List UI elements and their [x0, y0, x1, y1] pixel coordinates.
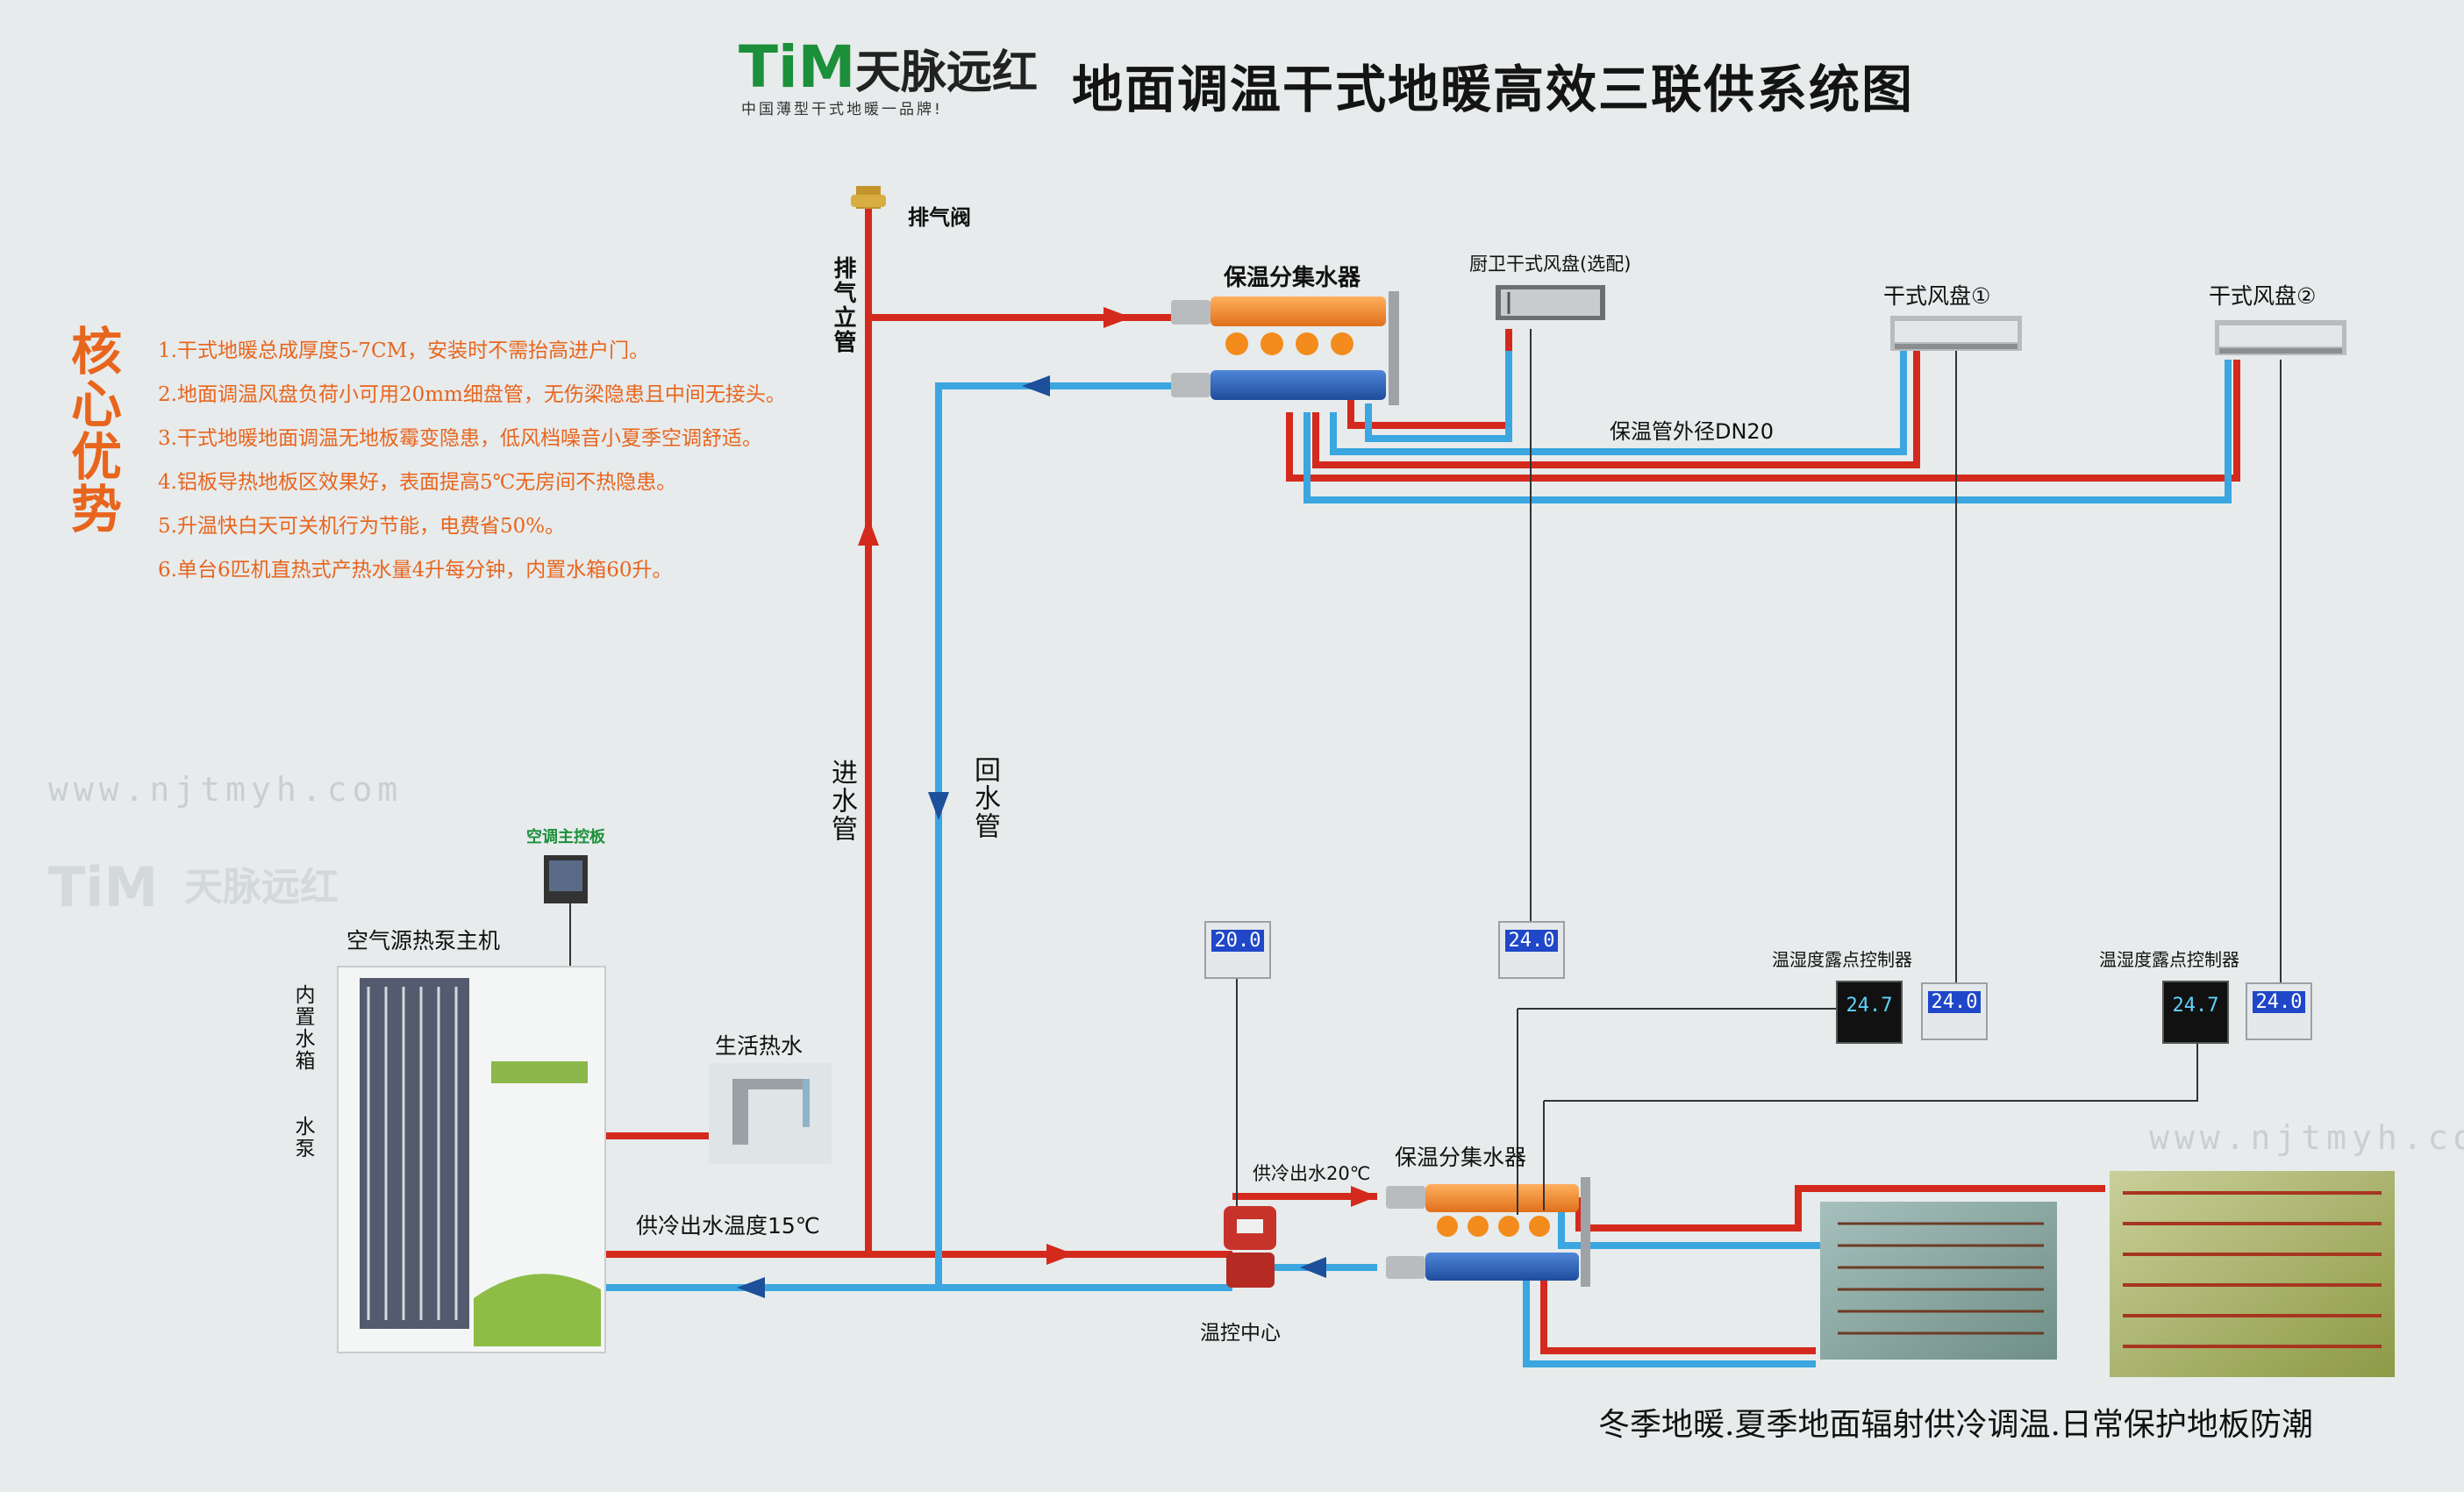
- thermostat-screen: 24.0: [1505, 930, 1558, 952]
- label-internal-tank: 内置水箱: [291, 984, 314, 1072]
- ac-control-panel: [544, 855, 588, 903]
- fan-coil-2: [2215, 320, 2346, 355]
- return-arrow-down: [928, 792, 949, 820]
- label-manifold-top: 保温分集水器: [1224, 265, 1361, 291]
- label-heat-pump: 空气源热泵主机: [346, 928, 501, 953]
- dewpoint-screen: 24.7: [2172, 995, 2219, 1017]
- label-fan-coil-1: 干式风盘①: [1883, 283, 1991, 309]
- top-manifold: [1171, 291, 1399, 405]
- watermark-url-right: www.njtmyh.com: [2149, 1118, 2464, 1157]
- return-arrow-manifold: [1300, 1257, 1326, 1278]
- return-arrow-left-bottom: [737, 1277, 765, 1298]
- label-humidity-ctrl-2: 温湿度露点控制器: [2099, 949, 2239, 970]
- label-pipe-dn: 保温管外径DN20: [1610, 419, 1774, 444]
- watermark-url-left: www.njtmyh.com: [48, 770, 404, 809]
- fan-coil-1: [1890, 316, 2022, 351]
- return-pipes: [605, 351, 2232, 1367]
- label-hot-water: 生活热水: [715, 1033, 803, 1059]
- label-ac-panel: 空调主控板: [526, 828, 605, 846]
- label-cool-supply-20: 供冷出水20℃: [1253, 1163, 1371, 1184]
- page-title: 地面调温干式地暖高效三联供系统图: [1072, 60, 1915, 119]
- dewpoint-screen: 24.7: [1846, 995, 1893, 1017]
- label-manifold-bottom: 保温分集水器: [1395, 1145, 1527, 1170]
- advantage-item-5: 5.升温快白天可关机行为节能，电费省50%。: [158, 515, 566, 538]
- brand-logo-name: 天脉远红: [855, 46, 1039, 99]
- exhaust-valve: [851, 186, 886, 209]
- return-arrow-left-top: [1022, 375, 1050, 396]
- bottom-manifold: [1386, 1177, 1590, 1287]
- label-return-pipe: 回水管: [969, 756, 1000, 840]
- thermostat-screen: 20.0: [1211, 930, 1264, 952]
- label-humidity-ctrl-1: 温湿度露点控制器: [1772, 949, 1912, 970]
- advantages-heading: 核心优势: [62, 325, 122, 535]
- label-fan-coil-2: 干式风盘②: [2209, 283, 2317, 309]
- dewpoint-controller-2: 24.7: [2162, 981, 2229, 1044]
- supply-arrow-up: [858, 518, 879, 546]
- circulation-pump: [1224, 1206, 1276, 1288]
- supply-arrow-right-top: [1103, 307, 1132, 328]
- floor-heating-photo-2: [2110, 1171, 2395, 1377]
- brand-logo-mark: TiM: [739, 33, 856, 101]
- thermostat-kitchen: 24.0: [1498, 921, 1565, 979]
- thermostat-screen: 24.0: [2253, 991, 2305, 1013]
- advantage-item-3: 3.干式地暖地面调温无地板霉变隐患，低风档噪音小夏季空调舒适。: [158, 427, 762, 450]
- kitchen-fan-coil: [1496, 285, 1605, 320]
- advantage-item-2: 2.地面调温风盘负荷小可用20mm细盘管，无伤梁隐患且中间无接头。: [158, 383, 786, 406]
- brand-slogan: 中国薄型干式地暖一品牌!: [741, 101, 943, 118]
- label-exhaust-riser: 排气立管: [830, 256, 856, 354]
- supply-arrow-right-bottom: [1046, 1244, 1075, 1265]
- label-cool-supply: 供冷出水温度15℃: [636, 1213, 820, 1239]
- watermark-logo-name: 天脉远红: [184, 865, 339, 910]
- thermostat-screen: 24.0: [1928, 991, 1981, 1013]
- label-supply-pipe: 进水管: [826, 759, 857, 843]
- thermostat-fan-2: 24.0: [2246, 982, 2312, 1040]
- advantage-item-6: 6.单台6匹机直热式产热水量4升每分钟，内置水箱60升。: [158, 559, 673, 582]
- dewpoint-controller-1: 24.7: [1836, 981, 1903, 1044]
- advantage-item-1: 1.干式地暖总成厚度5-7CM，安装时不需抬高进户门。: [158, 339, 650, 362]
- watermark-logo-mark: TiM: [48, 855, 159, 919]
- thermostat-floor: 20.0: [1204, 921, 1271, 979]
- hot-water-faucet: [709, 1063, 832, 1164]
- thermostat-fan-1: 24.0: [1921, 982, 1988, 1040]
- label-exhaust-valve: 排气阀: [908, 205, 971, 230]
- label-kitchen-fan: 厨卫干式风盘(选配): [1469, 253, 1632, 275]
- advantage-item-4: 4.铝板导热地板区效果好，表面提高5℃无房间不热隐患。: [158, 471, 677, 494]
- label-temp-center: 温控中心: [1200, 1322, 1281, 1345]
- label-water-pump: 水泵: [291, 1116, 314, 1160]
- heat-pump-unit: [337, 966, 606, 1353]
- floor-heating-photo-1: [1820, 1202, 2057, 1360]
- supply-arrow-manifold: [1351, 1186, 1377, 1207]
- bottom-note: 冬季地暖.夏季地面辐射供冷调温.日常保护地板防潮: [1598, 1407, 2313, 1443]
